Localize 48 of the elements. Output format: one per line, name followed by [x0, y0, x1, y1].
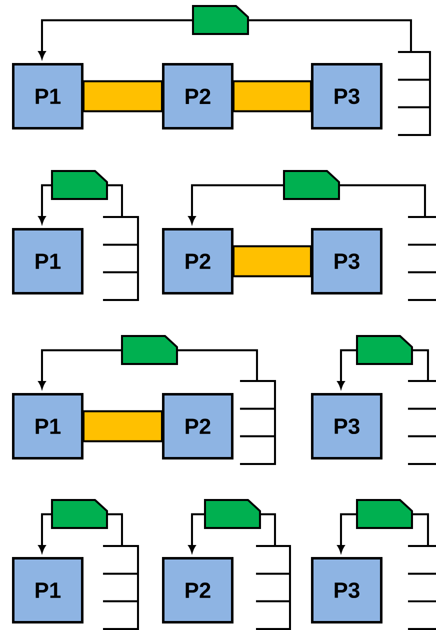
arrow — [38, 513, 52, 553]
process-box: P1 — [12, 393, 84, 460]
process-box: P3 — [311, 393, 382, 460]
tag-shape — [51, 170, 108, 200]
connecting-bar — [232, 245, 312, 278]
tag-shape — [356, 335, 413, 365]
connecting-bar — [82, 80, 163, 112]
queue-drawing — [256, 545, 291, 630]
queue-drawing — [103, 545, 139, 630]
connector-line — [412, 349, 429, 381]
tag-shape — [204, 499, 261, 529]
process-box: P1 — [12, 63, 84, 130]
process-box: P2 — [162, 393, 234, 460]
connector-line — [177, 349, 258, 381]
tag-shape — [51, 499, 108, 529]
process-box: P1 — [12, 228, 84, 294]
queue-drawing — [103, 216, 139, 301]
arrow — [337, 513, 357, 553]
process-box: P2 — [162, 63, 234, 130]
connector-line — [248, 19, 412, 52]
connector-line — [260, 513, 276, 546]
process-box: P1 — [12, 557, 84, 624]
queue-drawing — [240, 380, 276, 465]
arrow — [188, 184, 284, 224]
tag-shape — [356, 499, 413, 529]
tag-shape — [121, 335, 178, 365]
process-box: P3 — [311, 63, 382, 130]
process-box: P3 — [311, 557, 382, 624]
process-box: P2 — [162, 228, 234, 294]
process-box: P2 — [162, 557, 234, 624]
process-box: P3 — [311, 228, 382, 294]
connector-line — [339, 184, 426, 217]
arrow — [38, 19, 193, 59]
connector-line — [412, 513, 429, 546]
connecting-bar — [232, 80, 312, 112]
queue-drawing — [398, 51, 431, 136]
tag-shape — [283, 170, 340, 200]
tag-shape — [192, 5, 249, 36]
queue-drawing — [408, 380, 436, 465]
queue-drawing — [408, 545, 436, 630]
connector-line — [107, 184, 123, 217]
arrow — [337, 349, 357, 389]
arrow — [38, 184, 52, 224]
connecting-bar — [82, 410, 163, 442]
connector-line — [107, 513, 123, 546]
arrow — [38, 349, 122, 389]
queue-drawing — [408, 216, 436, 301]
arrow — [188, 513, 205, 553]
